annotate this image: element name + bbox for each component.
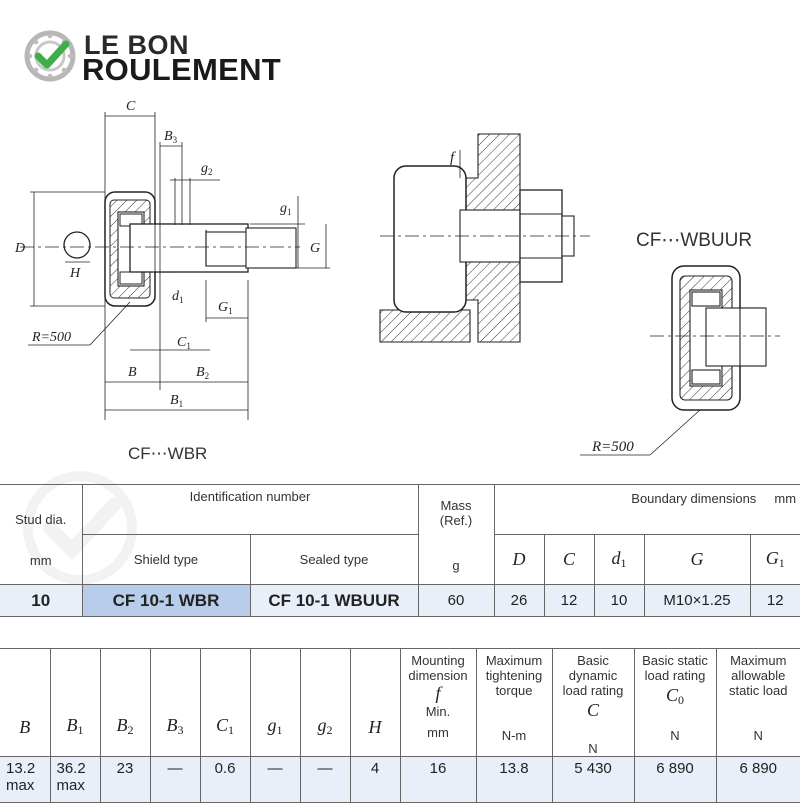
cell-g1: — — [249, 756, 301, 803]
col-header-d1: d1 — [593, 534, 645, 585]
cell-dynamic-load: 5 430 — [551, 756, 635, 803]
shield-type-header: Shield type — [81, 534, 251, 585]
cell-g: M10×1.25 — [643, 584, 751, 617]
basic-dynamic-load-header: Basic dynamic load rating C N — [551, 648, 635, 757]
col-header-g1: g1 — [249, 648, 301, 757]
technical-drawing: C B3 g2 g1 G D H d1 G1 R=500 C1 B B2 B1 … — [14, 99, 780, 456]
basic-static-load-header: Basic static load rating C0 N — [633, 648, 717, 757]
col-header-c: C — [543, 534, 595, 585]
table-row: 10 CF 10-1 WBR CF 10-1 WBUUR 60 26 12 10… — [0, 584, 800, 617]
col-header-b1: B1 — [49, 648, 101, 757]
dim-label-g1: g1 — [280, 201, 292, 217]
mass-header: Mass (Ref.) g — [417, 484, 495, 585]
cell-b2: 23 — [99, 756, 151, 803]
spec-table-identification: Stud dia. mm Identification number Mass … — [0, 484, 800, 617]
dim-label-h: H — [69, 266, 81, 281]
boundary-dimensions-header: Boundary dimensions mm — [493, 484, 800, 535]
dim-label-g2: g2 — [201, 161, 213, 177]
dim-label-g: G — [310, 241, 320, 256]
dim-label-b: B — [128, 365, 137, 380]
dim-label-f: f — [450, 150, 456, 166]
col-header-g: G — [643, 534, 751, 585]
cell-tightening-torque: 13.8 — [475, 756, 553, 803]
caption-cf-wbuur: CF⋯WBUUR — [636, 230, 753, 251]
stud-dia-header: Stud dia. mm — [0, 484, 83, 585]
cell-static-load: 6 890 — [633, 756, 717, 803]
cell-shield-type: CF 10-1 WBR — [81, 584, 251, 617]
col-header-h: H — [349, 648, 401, 757]
max-allowable-static-load-header: Maximum allowable static load N — [715, 648, 800, 757]
cell-b3: — — [149, 756, 201, 803]
mounting-view — [379, 133, 590, 343]
dim-label-b1: B1 — [170, 393, 183, 409]
col-header-g2: g2 — [299, 648, 351, 757]
radius-label-left: R=500 — [31, 330, 71, 345]
brand-logo: LE BON ROULEMENT — [24, 28, 314, 88]
dim-label-b3: B3 — [164, 129, 178, 145]
col-header-b2: B2 — [99, 648, 151, 757]
cf-wbr-section-view — [20, 112, 330, 420]
col-header-d: D — [493, 534, 545, 585]
cell-c: 12 — [543, 584, 595, 617]
cell-sealed-type: CF 10-1 WBUUR — [249, 584, 419, 617]
tightening-torque-header: Maximum tightening torque N-m — [475, 648, 553, 757]
mounting-dimension-header: Mounting dimension f Min. mm — [399, 648, 477, 757]
dim-label-c1: C1 — [177, 335, 191, 351]
dim-label-d1: d1 — [172, 289, 184, 305]
cell-stud-dia: 10 — [0, 584, 83, 617]
dim-label-b2: B2 — [196, 365, 209, 381]
cell-mass: 60 — [417, 584, 495, 617]
bearing-check-icon — [24, 30, 76, 82]
cell-allowable-static-load: 6 890 — [715, 756, 800, 803]
col-header-c1: C1 — [199, 648, 251, 757]
cell-d1: 10 — [593, 584, 645, 617]
radius-label-right: R=500 — [591, 439, 634, 455]
logo-text-line1: LE BON — [84, 30, 190, 60]
cell-c1: 0.6 — [199, 756, 251, 803]
cell-h: 4 — [349, 756, 401, 803]
dim-label-g1-thread: G1 — [218, 300, 233, 316]
spec-table-dimensions-ratings: B B1 B2 B3 C1 g1 g2 H Mounting dimension… — [0, 648, 800, 803]
cell-d: 26 — [493, 584, 545, 617]
cell-mounting-f: 16 — [399, 756, 477, 803]
col-header-b: B — [0, 648, 51, 757]
caption-cf-wbr: CF⋯WBR — [128, 444, 208, 463]
cf-wbuur-section-view — [580, 265, 780, 456]
sealed-type-header: Sealed type — [249, 534, 419, 585]
cell-g1: 12 — [749, 584, 800, 617]
dim-label-d: D — [14, 241, 25, 256]
identification-header: Identification number — [81, 484, 419, 535]
col-header-b3: B3 — [149, 648, 201, 757]
logo-text-line2: ROULEMENT — [82, 52, 282, 87]
col-header-g1: G1 — [749, 534, 800, 585]
cell-g2: — — [299, 756, 351, 803]
dim-label-c: C — [126, 99, 136, 114]
